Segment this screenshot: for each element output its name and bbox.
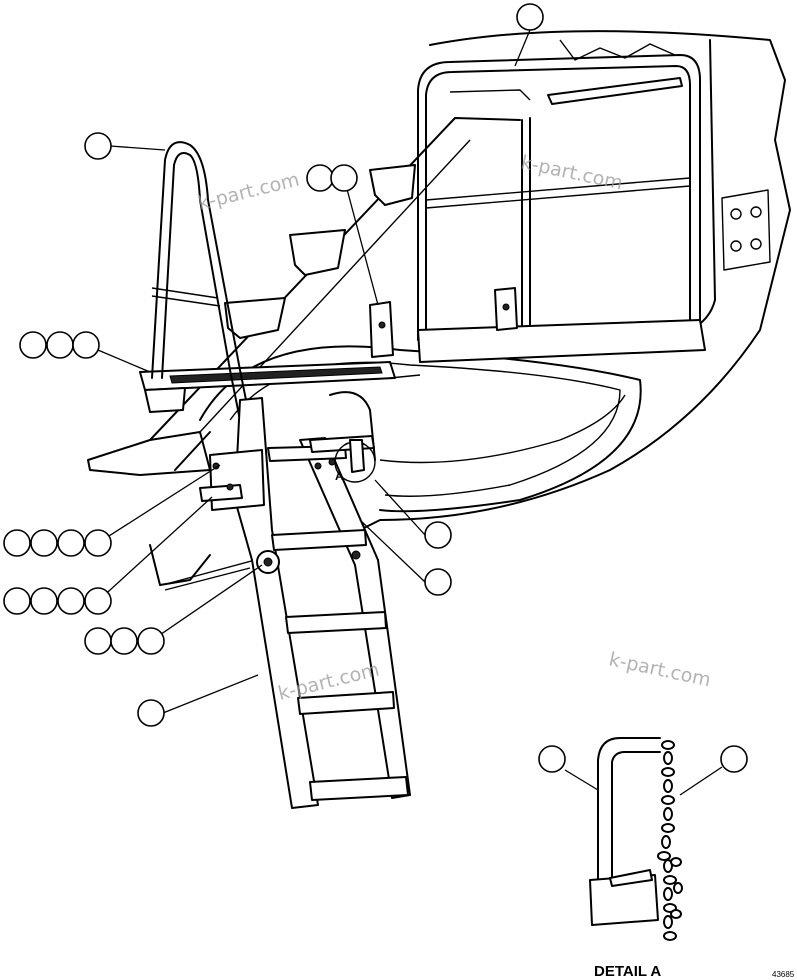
callout-13 [30,587,58,615]
stair-step-top [369,164,416,206]
callout-12 [3,587,31,615]
callout-15 [84,587,112,615]
upper-platform-base [417,319,706,363]
callout-7 [72,331,100,359]
ladder-tread-4 [297,691,395,715]
callout-6 [46,331,74,359]
callout-4 [330,164,358,192]
callout-16 [84,627,112,655]
callout-17 [110,627,138,655]
callout-20 [424,521,452,549]
machine-body [87,30,791,591]
callout-21 [424,568,452,596]
detail-a-marker: A [335,469,344,483]
watermark-4: k-part.com [607,648,713,691]
callout-11 [84,529,112,557]
callout-18 [137,627,165,655]
callout-3 [306,164,334,192]
upper-railing [369,54,706,363]
swing-ladder [199,391,411,809]
figure-number: 43685 [772,970,795,979]
callout-10 [57,529,85,557]
callout-9 [30,529,58,557]
callout-22 [538,745,566,773]
detail-a-title: DETAIL A [594,963,661,980]
leader-lines [85,29,723,796]
callout-23 [720,745,748,773]
ladder-tread-3 [285,611,387,634]
callout-2 [84,132,112,160]
ladder-tread-2 [271,529,367,551]
middle-platform [139,361,421,413]
callout-14 [57,587,85,615]
callout-19 [137,699,165,727]
left-handrail [151,141,266,506]
ladder-tread-5 [309,776,409,801]
callout-8 [3,529,31,557]
watermark-1: k-part.com [196,168,302,214]
callouts [3,3,748,773]
ladder-mount-bracket [209,449,265,511]
callout-5 [19,331,47,359]
stair-step-lower [224,297,286,339]
detail-a-chain [657,740,683,941]
detail-a-inset [589,737,683,941]
callout-1 [516,3,544,31]
stair-step-middle [289,229,346,276]
